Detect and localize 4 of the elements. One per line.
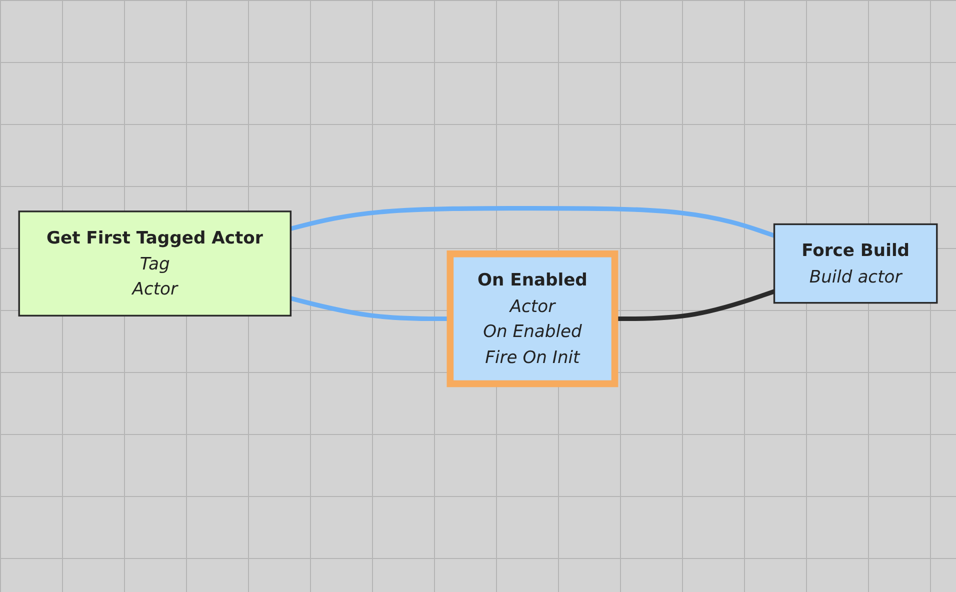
node-box: Force Build Build actor <box>773 223 938 304</box>
node-box: Get First Tagged Actor Tag Actor <box>18 210 292 316</box>
connector <box>290 206 775 238</box>
node-box: On Enabled Actor On Enabled Fire On Init <box>446 250 618 388</box>
